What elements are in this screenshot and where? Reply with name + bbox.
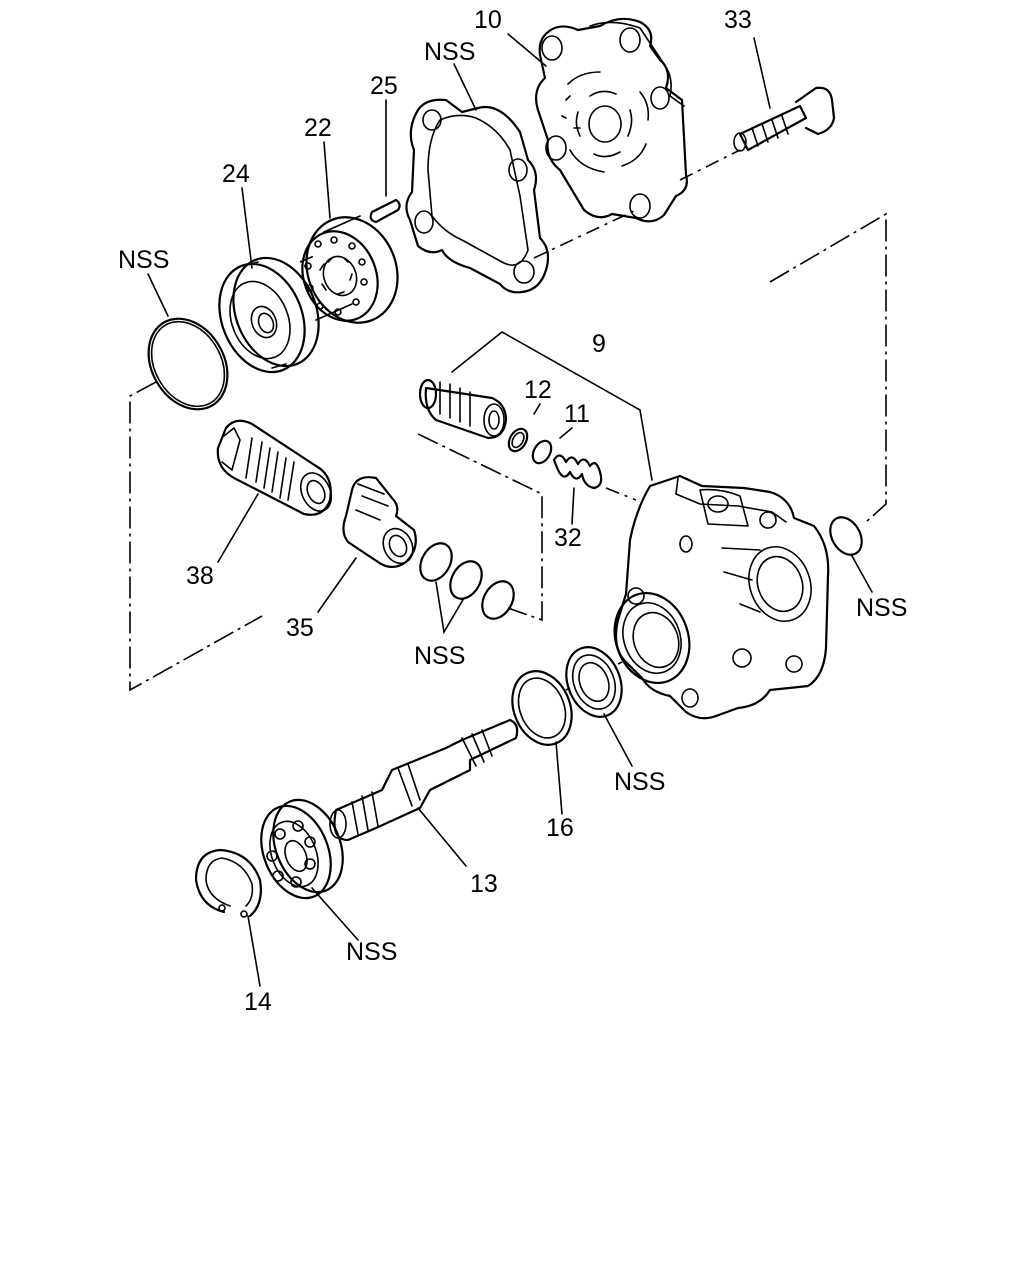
elbow-union [342, 476, 417, 569]
cam-ring [301, 215, 399, 324]
label-nss-bearing: NSS [346, 938, 397, 966]
gasket [405, 98, 550, 294]
label-38: 38 [186, 562, 214, 590]
label-12: 12 [524, 376, 552, 404]
pressure-plate [218, 256, 320, 374]
pump-body [613, 474, 830, 720]
spring [552, 454, 603, 490]
label-25: 25 [370, 72, 398, 100]
label-nss-oring-left: NSS [118, 246, 169, 274]
label-35: 35 [286, 614, 314, 642]
label-22: 22 [304, 114, 332, 142]
label-24: 24 [222, 160, 250, 188]
label-9: 9 [592, 330, 606, 358]
label-nss-oring-right: NSS [856, 594, 907, 622]
label-14: 14 [244, 988, 272, 1016]
drive-shaft [329, 718, 519, 842]
callout-labels: 10 33 25 22 24 NSS NSS 9 12 11 32 38 35 … [118, 6, 907, 1016]
oil-seal [565, 646, 623, 718]
assembly-brackets [129, 212, 887, 692]
label-16: 16 [546, 814, 574, 842]
snap-ring-small [507, 427, 529, 453]
relief-valve [216, 419, 333, 516]
o-ring-right [829, 516, 863, 556]
o-ring-set [419, 542, 515, 620]
leader-lines [147, 33, 873, 987]
flow-control-valve [418, 378, 508, 440]
ball-bearing [260, 798, 344, 900]
bolt [733, 86, 836, 152]
label-11: 11 [564, 400, 590, 428]
rear-cover-plate [535, 17, 688, 223]
dowel-pin [369, 198, 401, 224]
o-ring-large-left [147, 317, 229, 411]
label-33: 33 [724, 6, 752, 34]
label-nss-orings: NSS [414, 642, 465, 670]
label-nss-seal: NSS [614, 768, 665, 796]
assembly-center-lines [299, 149, 741, 691]
o-ring-small [531, 439, 553, 465]
snap-ring-large [194, 848, 262, 918]
label-32: 32 [554, 524, 582, 552]
label-13: 13 [470, 870, 498, 898]
label-10: 10 [474, 6, 502, 34]
label-nss-gasket: NSS [424, 38, 475, 66]
